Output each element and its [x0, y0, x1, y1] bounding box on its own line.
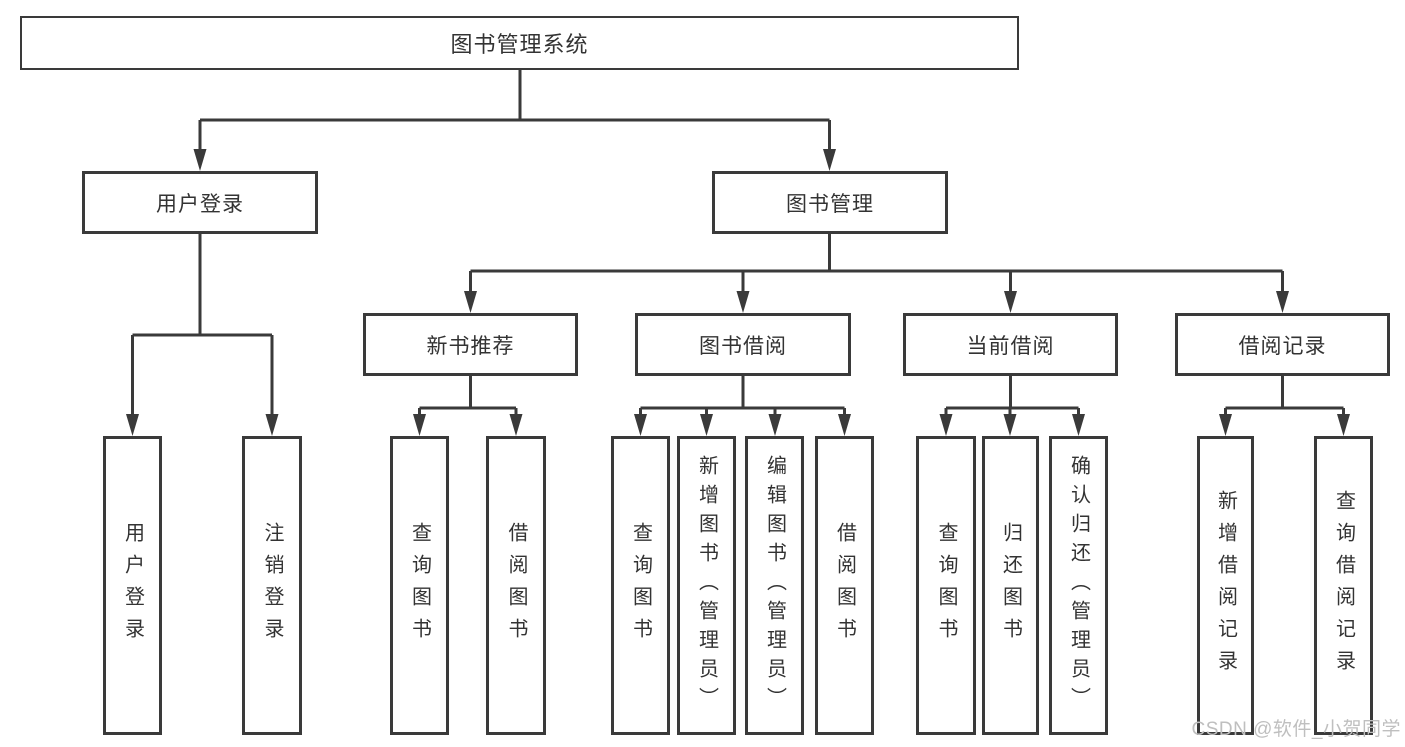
leaf-query-books-recommend: 查询图书 — [390, 436, 449, 735]
connector-current-borrow-to-leaves — [939, 376, 1085, 436]
leaf-add-borrow-record: 新增借阅记录 — [1197, 436, 1254, 735]
leaf-add-book-admin: 新增图书（管理员） — [677, 436, 736, 735]
node-borrow-records: 借阅记录 — [1175, 313, 1390, 376]
node-root: 图书管理系统 — [20, 16, 1019, 70]
node-book-management: 图书管理 — [712, 171, 948, 234]
arrowheads — [193, 149, 836, 171]
arrowheads — [939, 414, 1085, 436]
node-book-borrow: 图书借阅 — [635, 313, 851, 376]
connector-lines — [418, 376, 518, 416]
connector-lines — [131, 234, 274, 416]
connector-lines — [944, 376, 1080, 416]
connector-new-book-to-leaves — [413, 376, 523, 436]
arrowheads — [1219, 414, 1350, 436]
leaf-confirm-return-admin: 确认归还（管理员） — [1049, 436, 1108, 735]
connector-book-mgmt-to-level2 — [464, 234, 1289, 313]
leaf-edit-book-admin: 编辑图书（管理员） — [745, 436, 804, 735]
connector-root-to-level1 — [193, 70, 836, 171]
connector-borrow-records-to-leaves — [1219, 376, 1350, 436]
connector-lines — [469, 234, 1284, 293]
leaf-query-books-current: 查询图书 — [916, 436, 976, 735]
arrowheads — [126, 414, 279, 436]
arrowheads — [464, 291, 1289, 313]
leaf-borrow-books-recommend: 借阅图书 — [486, 436, 546, 735]
arrowheads — [413, 414, 523, 436]
leaf-borrow-books: 借阅图书 — [815, 436, 874, 735]
node-current-borrow: 当前借阅 — [903, 313, 1118, 376]
leaf-logout-login: 注销登录 — [242, 436, 302, 735]
leaf-user-login: 用户登录 — [103, 436, 162, 735]
connector-user-login-to-leaves — [126, 234, 279, 436]
arrowheads — [634, 414, 851, 436]
connector-lines — [198, 70, 831, 152]
node-new-book-recommend: 新书推荐 — [363, 313, 578, 376]
leaf-query-borrow-record: 查询借阅记录 — [1314, 436, 1373, 735]
node-user-login: 用户登录 — [82, 171, 318, 234]
leaf-return-book: 归还图书 — [982, 436, 1039, 735]
leaf-query-books-borrow: 查询图书 — [611, 436, 670, 735]
watermark: CSDN @软件_小贺同学 — [1191, 719, 1401, 740]
connector-book-borrow-to-leaves — [634, 376, 851, 436]
connector-lines — [1224, 376, 1345, 416]
connector-lines — [639, 376, 846, 416]
